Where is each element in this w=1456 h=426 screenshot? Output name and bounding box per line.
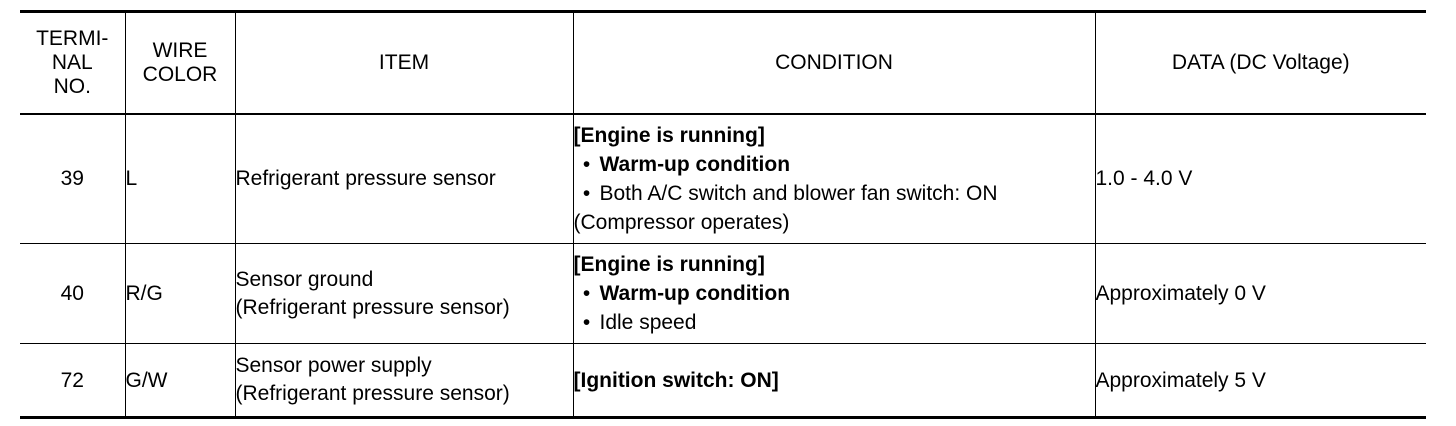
condition-note: (Compressor operates) — [573, 210, 790, 234]
item-cell: Refrigerant pressure sensor — [234, 113, 574, 244]
item-label: Sensor power supply — [235, 354, 432, 377]
wire-color: R/G — [124, 243, 236, 344]
header-condition: CONDITION — [572, 10, 1096, 115]
condition-bullet: •Warm-up condition — [574, 150, 1095, 179]
data-value: Approximately 5 V — [1094, 343, 1426, 419]
bullet-icon: • — [582, 282, 591, 305]
terminal-data-table: TERMI- NAL NO. WIRE COLOR ITEM CONDITION… — [20, 10, 1426, 419]
terminal-number: 39 — [20, 113, 126, 244]
item-label: Sensor ground — [235, 267, 374, 291]
item-cell: Sensor ground (Refrigerant pressure sens… — [234, 243, 574, 344]
header-wire-color: WIRE COLOR — [124, 10, 236, 115]
condition-title: [Engine is running] — [573, 123, 765, 147]
header-terminal-no: TERMI- NAL NO. — [20, 10, 126, 115]
condition-cell: [Ignition switch: ON] — [572, 343, 1096, 419]
condition-cell: [Engine is running] •Warm-up condition •… — [572, 243, 1096, 344]
data-value: 1.0 - 4.0 V — [1094, 113, 1426, 244]
condition-bullet: •Both A/C switch and blower fan switch: … — [574, 179, 1095, 208]
table-row: 39 L Refrigerant pressure sensor [Engine… — [20, 113, 1426, 244]
wire-color: L — [124, 113, 236, 244]
item-sublabel: (Refrigerant pressure sensor) — [235, 295, 510, 319]
wire-color: G/W — [124, 343, 236, 419]
terminal-number: 72 — [20, 343, 126, 419]
item-label: Refrigerant pressure sensor — [235, 166, 496, 190]
item-cell: Sensor power supply (Refrigerant pressur… — [234, 343, 574, 419]
item-sublabel: (Refrigerant pressure sensor) — [235, 382, 510, 405]
bullet-icon: • — [582, 311, 591, 334]
condition-cell: [Engine is running] •Warm-up condition •… — [572, 113, 1096, 244]
table-row: 72 G/W Sensor power supply (Refrigerant … — [20, 343, 1426, 419]
data-value: Approximately 0 V — [1094, 243, 1426, 344]
table-row: 40 R/G Sensor ground (Refrigerant pressu… — [20, 243, 1426, 344]
bullet-icon: • — [582, 152, 591, 176]
header-row: TERMI- NAL NO. WIRE COLOR ITEM CONDITION… — [20, 10, 1426, 115]
terminal-number: 40 — [20, 243, 126, 344]
condition-bullet: •Idle speed — [574, 308, 1095, 337]
bullet-icon: • — [582, 181, 591, 205]
header-item: ITEM — [234, 10, 574, 115]
condition-title: [Engine is running] — [573, 253, 765, 276]
condition-title: [Ignition switch: ON] — [573, 368, 779, 392]
condition-bullet: •Warm-up condition — [574, 279, 1095, 308]
header-data: DATA (DC Voltage) — [1094, 10, 1426, 115]
